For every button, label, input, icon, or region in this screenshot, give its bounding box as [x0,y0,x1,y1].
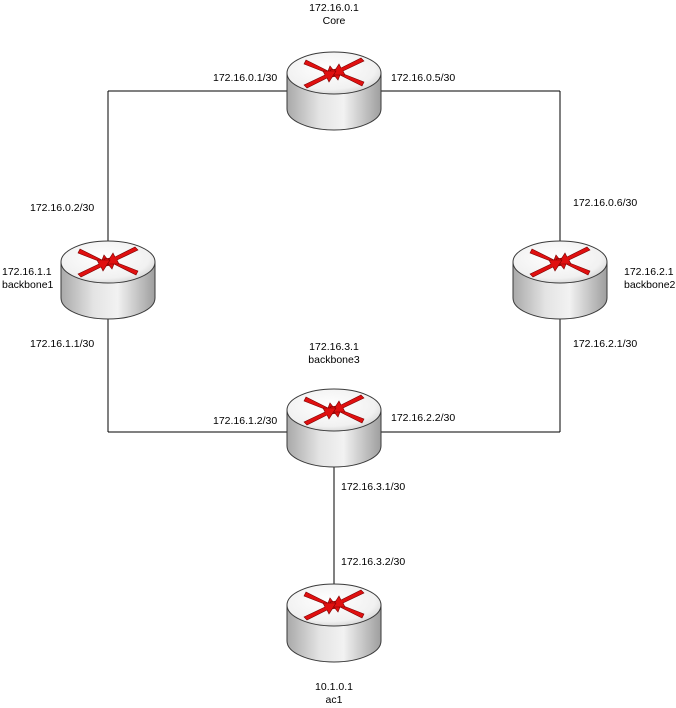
iface-backbone3-right: 172.16.2.2/30 [391,412,456,424]
router-ac1-name: ac1 [325,694,343,706]
router-ac1-ip: 10.1.0.1 [315,681,353,693]
router-backbone3-name: backbone3 [308,354,360,366]
iface-backbone3-bottom: 172.16.3.1/30 [341,481,406,493]
router-ac1-icon [286,583,382,663]
iface-backbone3-left: 172.16.1.2/30 [213,415,278,427]
router-backbone2-ip: 172.16.2.1 [624,266,674,278]
router-backbone2-icon [512,240,608,320]
iface-backbone1-bottom: 172.16.1.1/30 [30,338,95,350]
router-backbone1-name: backbone1 [2,279,54,291]
router-backbone3-icon [286,388,382,468]
iface-core-right: 172.16.0.5/30 [391,72,456,84]
iface-backbone1-top: 172.16.0.2/30 [30,202,95,214]
router-backbone1-ip: 172.16.1.1 [2,266,52,278]
iface-core-left: 172.16.0.1/30 [213,72,278,84]
router-core-label: 172.16.0.1 Core [309,2,359,28]
iface-backbone2-bottom: 172.16.2.1/30 [573,338,638,350]
router-ac1-label: 10.1.0.1 ac1 [315,681,353,707]
router-core-icon [286,51,382,131]
router-backbone2-label: 172.16.2.1 backbone2 [624,266,675,292]
router-backbone2-name: backbone2 [624,279,676,291]
router-backbone1-icon [60,240,156,320]
router-backbone3-label: 172.16.3.1 backbone3 [308,341,359,367]
router-core-name: Core [322,15,346,27]
iface-backbone2-top: 172.16.0.6/30 [573,197,638,209]
router-core-ip: 172.16.0.1 [309,2,359,14]
router-backbone1-label: 172.16.1.1 backbone1 [2,266,53,292]
router-backbone3-ip: 172.16.3.1 [309,341,359,353]
iface-ac1-top: 172.16.3.2/30 [341,556,406,568]
